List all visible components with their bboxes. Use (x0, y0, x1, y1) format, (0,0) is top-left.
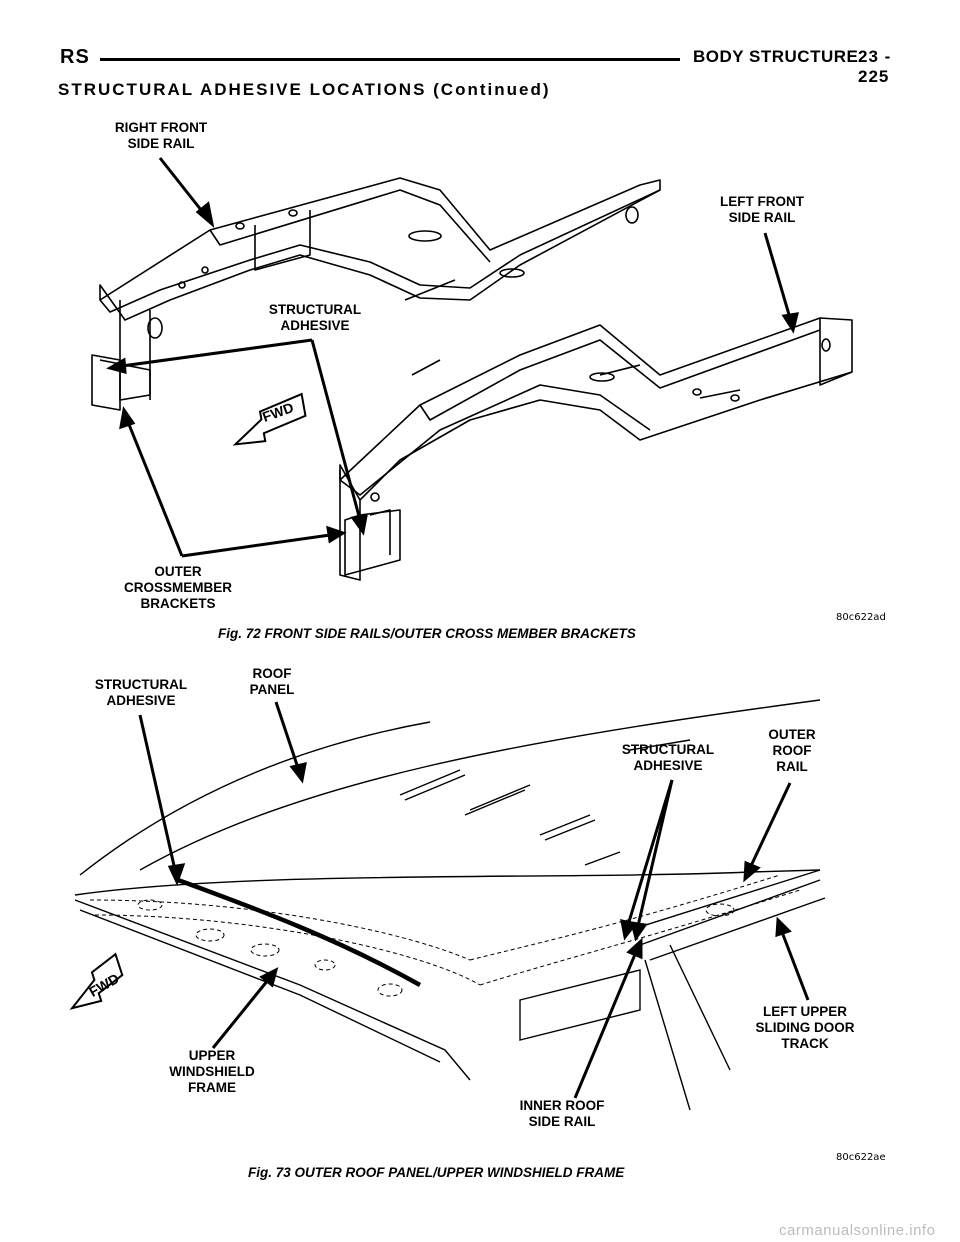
page-header: RS BODY STRUCTURE 23 - 225 (60, 46, 900, 86)
page-subheading: STRUCTURAL ADHESIVE LOCATIONS (Continued… (58, 80, 551, 99)
label-outer-crossmember-brackets: OUTER CROSSMEMBER BRACKETS (123, 564, 232, 611)
label-structural-adhesive-right-fig73: STRUCTURAL ADHESIVE (621, 742, 715, 773)
watermark[interactable]: carmanualsonline.info (779, 1222, 936, 1239)
header-rule (100, 58, 680, 61)
manual-code: RS (60, 46, 90, 68)
label-outer-roof-rail: OUTER ROOF RAIL (768, 727, 816, 774)
figure-72-caption: Fig. 72 FRONT SIDE RAILS/OUTER CROSS MEM… (218, 626, 636, 641)
label-roof-panel: ROOF PANEL (249, 666, 295, 697)
figure-73-code: 80c622ae (836, 1152, 886, 1163)
label-upper-windshield-frame: UPPER WINDSHIELD FRAME (169, 1048, 255, 1095)
label-structural-adhesive-left-fig73: STRUCTURAL ADHESIVE (94, 677, 188, 708)
label-structural-adhesive-fig72: STRUCTURAL ADHESIVE (268, 302, 362, 333)
figure-73-caption: Fig. 73 OUTER ROOF PANEL/UPPER WINDSHIEL… (248, 1165, 625, 1180)
label-right-front-side-rail: RIGHT FRONT SIDE RAIL (114, 120, 208, 151)
section-title: BODY STRUCTURE (693, 47, 859, 66)
figure-72-code: 80c622ad (836, 612, 886, 623)
page-number: 23 - 225 (858, 47, 892, 86)
label-inner-roof-side-rail: INNER ROOF SIDE RAIL (519, 1098, 605, 1129)
label-left-upper-sliding-door-track: LEFT UPPER SLIDING DOOR TRACK (755, 1004, 855, 1051)
label-left-front-side-rail: LEFT FRONT SIDE RAIL (720, 194, 804, 225)
